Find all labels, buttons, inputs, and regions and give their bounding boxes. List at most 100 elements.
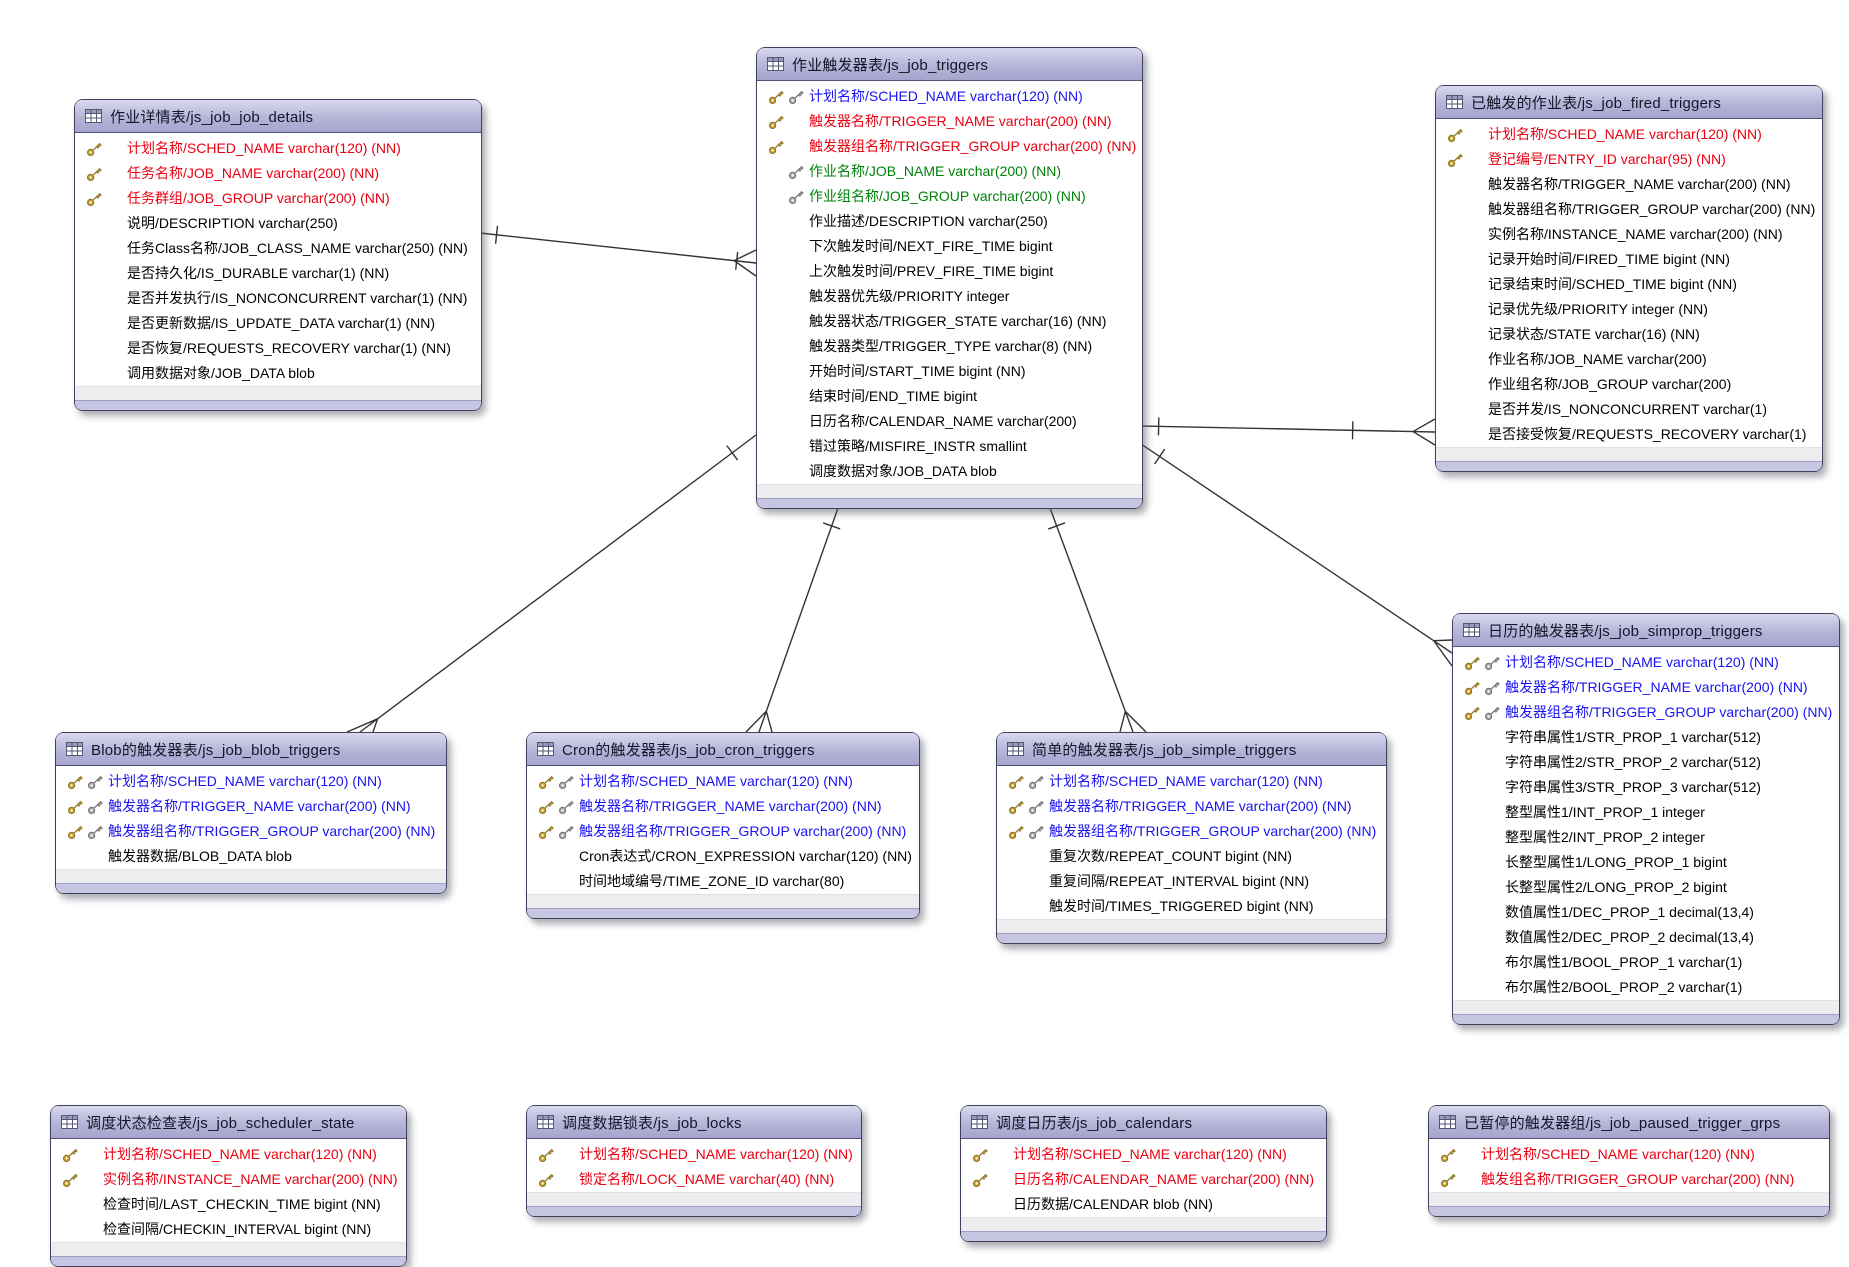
field-row[interactable]: 实例名称/INSTANCE_NAME varchar(200) (NN) [1436, 222, 1822, 247]
table-js_job_job_details[interactable]: 作业详情表/js_job_job_details 计划名称/SCHED_NAME … [74, 99, 482, 411]
field-row[interactable]: 锁定名称/LOCK_NAME varchar(40) (NN) [527, 1167, 861, 1192]
table-js_job_scheduler_state[interactable]: 调度状态检查表/js_job_scheduler_state 计划名称/SCHED… [50, 1105, 407, 1267]
table-header[interactable]: 调度状态检查表/js_job_scheduler_state [51, 1106, 406, 1139]
field-row[interactable]: 触发器名称/TRIGGER_NAME varchar(200) (NN) [1453, 675, 1839, 700]
field-row[interactable]: 调用数据对象/JOB_DATA blob [75, 361, 481, 386]
field-row[interactable]: 实例名称/INSTANCE_NAME varchar(200) (NN) [51, 1167, 406, 1192]
field-row[interactable]: 触发器状态/TRIGGER_STATE varchar(16) (NN) [757, 309, 1142, 334]
field-row[interactable]: 重复次数/REPEAT_COUNT bigint (NN) [997, 844, 1386, 869]
table-header[interactable]: 已触发的作业表/js_job_fired_triggers [1436, 86, 1822, 119]
field-row[interactable]: 数值属性1/DEC_PROP_1 decimal(13,4) [1453, 900, 1839, 925]
field-row[interactable]: 重复间隔/REPEAT_INTERVAL bigint (NN) [997, 869, 1386, 894]
field-row[interactable]: 计划名称/SCHED_NAME varchar(120) (NN) [1453, 650, 1839, 675]
field-row[interactable]: 记录状态/STATE varchar(16) (NN) [1436, 322, 1822, 347]
field-row[interactable]: 是否恢复/REQUESTS_RECOVERY varchar(1) (NN) [75, 336, 481, 361]
field-row[interactable]: 作业组名称/JOB_GROUP varchar(200) [1436, 372, 1822, 397]
field-row[interactable]: 布尔属性2/BOOL_PROP_2 varchar(1) [1453, 975, 1839, 1000]
field-row[interactable]: 触发器名称/TRIGGER_NAME varchar(200) (NN) [997, 794, 1386, 819]
field-row[interactable]: 触发器名称/TRIGGER_NAME varchar(200) (NN) [56, 794, 446, 819]
table-js_job_calendars[interactable]: 调度日历表/js_job_calendars 计划名称/SCHED_NAME va… [960, 1105, 1327, 1242]
field-row[interactable]: 是否接受恢复/REQUESTS_RECOVERY varchar(1) [1436, 422, 1822, 447]
field-row[interactable]: 登记编号/ENTRY_ID varchar(95) (NN) [1436, 147, 1822, 172]
field-row[interactable]: 整型属性1/INT_PROP_1 integer [1453, 800, 1839, 825]
table-header[interactable]: 日历的触发器表/js_job_simprop_triggers [1453, 614, 1839, 647]
field-row[interactable]: 下次触发时间/NEXT_FIRE_TIME bigint [757, 234, 1142, 259]
field-row[interactable]: 计划名称/SCHED_NAME varchar(120) (NN) [757, 84, 1142, 109]
field-row[interactable]: 开始时间/START_TIME bigint (NN) [757, 359, 1142, 384]
field-row[interactable]: 触发器组名称/TRIGGER_GROUP varchar(200) (NN) [1436, 197, 1822, 222]
field-row[interactable]: 字符串属性1/STR_PROP_1 varchar(512) [1453, 725, 1839, 750]
field-row[interactable]: 计划名称/SCHED_NAME varchar(120) (NN) [997, 769, 1386, 794]
field-row[interactable]: 记录优先级/PRIORITY integer (NN) [1436, 297, 1822, 322]
field-row[interactable]: 是否更新数据/IS_UPDATE_DATA varchar(1) (NN) [75, 311, 481, 336]
field-row[interactable]: 计划名称/SCHED_NAME varchar(120) (NN) [961, 1142, 1326, 1167]
field-row[interactable]: 触发器名称/TRIGGER_NAME varchar(200) (NN) [527, 794, 919, 819]
field-row[interactable]: 任务群组/JOB_GROUP varchar(200) (NN) [75, 186, 481, 211]
field-row[interactable]: 触发器组名称/TRIGGER_GROUP varchar(200) (NN) [757, 134, 1142, 159]
table-js_job_blob_triggers[interactable]: Blob的触发器表/js_job_blob_triggers 计划名称/SCHED… [55, 732, 447, 894]
field-row[interactable]: 触发器组名称/TRIGGER_GROUP varchar(200) (NN) [527, 819, 919, 844]
field-row[interactable]: 任务Class名称/JOB_CLASS_NAME varchar(250) (N… [75, 236, 481, 261]
field-row[interactable]: 计划名称/SCHED_NAME varchar(120) (NN) [51, 1142, 406, 1167]
field-row[interactable]: 计划名称/SCHED_NAME varchar(120) (NN) [1436, 122, 1822, 147]
table-js_job_fired_triggers[interactable]: 已触发的作业表/js_job_fired_triggers 计划名称/SCHED_… [1435, 85, 1823, 472]
table-js_job_cron_triggers[interactable]: Cron的触发器表/js_job_cron_triggers 计划名称/SCHED… [526, 732, 920, 919]
field-row[interactable]: 检查时间/LAST_CHECKIN_TIME bigint (NN) [51, 1192, 406, 1217]
field-row[interactable]: 上次触发时间/PREV_FIRE_TIME bigint [757, 259, 1142, 284]
field-row[interactable]: 检查间隔/CHECKIN_INTERVAL bigint (NN) [51, 1217, 406, 1242]
table-header[interactable]: 调度数据锁表/js_job_locks [527, 1106, 861, 1139]
table-js_job_simple_triggers[interactable]: 简单的触发器表/js_job_simple_triggers 计划名称/SCHED… [996, 732, 1387, 944]
field-row[interactable]: 错过策略/MISFIRE_INSTR smallint [757, 434, 1142, 459]
field-row[interactable]: 结束时间/END_TIME bigint [757, 384, 1142, 409]
field-row[interactable]: 触发组名称/TRIGGER_GROUP varchar(200) (NN) [1429, 1167, 1829, 1192]
field-row[interactable]: 触发器组名称/TRIGGER_GROUP varchar(200) (NN) [997, 819, 1386, 844]
field-row[interactable]: 触发时间/TIMES_TRIGGERED bigint (NN) [997, 894, 1386, 919]
field-row[interactable]: 长整型属性1/LONG_PROP_1 bigint [1453, 850, 1839, 875]
field-row[interactable]: 任务名称/JOB_NAME varchar(200) (NN) [75, 161, 481, 186]
field-row[interactable]: 触发器组名称/TRIGGER_GROUP varchar(200) (NN) [56, 819, 446, 844]
field-row[interactable]: 触发器数据/BLOB_DATA blob [56, 844, 446, 869]
table-header[interactable]: 作业触发器表/js_job_triggers [757, 48, 1142, 81]
field-row[interactable]: 记录结束时间/SCHED_TIME bigint (NN) [1436, 272, 1822, 297]
field-row[interactable]: 记录开始时间/FIRED_TIME bigint (NN) [1436, 247, 1822, 272]
table-header[interactable]: 调度日历表/js_job_calendars [961, 1106, 1326, 1139]
field-row[interactable]: 时间地域编号/TIME_ZONE_ID varchar(80) [527, 869, 919, 894]
table-js_job_simprop_triggers[interactable]: 日历的触发器表/js_job_simprop_triggers 计划名称/SCHE… [1452, 613, 1840, 1025]
table-header[interactable]: 已暂停的触发器组/js_job_paused_trigger_grps [1429, 1106, 1829, 1139]
table-js_job_paused_trigger_grps[interactable]: 已暂停的触发器组/js_job_paused_trigger_grps 计划名称/… [1428, 1105, 1830, 1217]
table-js_job_triggers[interactable]: 作业触发器表/js_job_triggers 计划名称/SCHED_NAME va… [756, 47, 1143, 509]
field-row[interactable]: 作业组名称/JOB_GROUP varchar(200) (NN) [757, 184, 1142, 209]
field-row[interactable]: 是否并发执行/IS_NONCONCURRENT varchar(1) (NN) [75, 286, 481, 311]
field-row[interactable]: 触发器名称/TRIGGER_NAME varchar(200) (NN) [757, 109, 1142, 134]
field-row[interactable]: 是否并发/IS_NONCONCURRENT varchar(1) [1436, 397, 1822, 422]
field-row[interactable]: 日历名称/CALENDAR_NAME varchar(200) [757, 409, 1142, 434]
field-row[interactable]: 调度数据对象/JOB_DATA blob [757, 459, 1142, 484]
field-row[interactable]: 日历数据/CALENDAR blob (NN) [961, 1192, 1326, 1217]
field-row[interactable]: 作业名称/JOB_NAME varchar(200) [1436, 347, 1822, 372]
table-header[interactable]: 简单的触发器表/js_job_simple_triggers [997, 733, 1386, 766]
table-header[interactable]: 作业详情表/js_job_job_details [75, 100, 481, 133]
field-row[interactable]: 字符串属性3/STR_PROP_3 varchar(512) [1453, 775, 1839, 800]
field-row[interactable]: 计划名称/SCHED_NAME varchar(120) (NN) [527, 769, 919, 794]
field-row[interactable]: 字符串属性2/STR_PROP_2 varchar(512) [1453, 750, 1839, 775]
field-row[interactable]: 作业描述/DESCRIPTION varchar(250) [757, 209, 1142, 234]
field-row[interactable]: 计划名称/SCHED_NAME varchar(120) (NN) [75, 136, 481, 161]
field-row[interactable]: 是否持久化/IS_DURABLE varchar(1) (NN) [75, 261, 481, 286]
field-row[interactable]: 触发器名称/TRIGGER_NAME varchar(200) (NN) [1436, 172, 1822, 197]
table-header[interactable]: Cron的触发器表/js_job_cron_triggers [527, 733, 919, 766]
field-row[interactable]: 日历名称/CALENDAR_NAME varchar(200) (NN) [961, 1167, 1326, 1192]
field-row[interactable]: 长整型属性2/LONG_PROP_2 bigint [1453, 875, 1839, 900]
field-row[interactable]: 触发器类型/TRIGGER_TYPE varchar(8) (NN) [757, 334, 1142, 359]
field-row[interactable]: 触发器组名称/TRIGGER_GROUP varchar(200) (NN) [1453, 700, 1839, 725]
field-row[interactable]: Cron表达式/CRON_EXPRESSION varchar(120) (NN… [527, 844, 919, 869]
field-row[interactable]: 说明/DESCRIPTION varchar(250) [75, 211, 481, 236]
field-row[interactable]: 计划名称/SCHED_NAME varchar(120) (NN) [56, 769, 446, 794]
field-row[interactable]: 整型属性2/INT_PROP_2 integer [1453, 825, 1839, 850]
field-row[interactable]: 计划名称/SCHED_NAME varchar(120) (NN) [1429, 1142, 1829, 1167]
field-row[interactable]: 布尔属性1/BOOL_PROP_1 varchar(1) [1453, 950, 1839, 975]
field-row[interactable]: 触发器优先级/PRIORITY integer [757, 284, 1142, 309]
table-header[interactable]: Blob的触发器表/js_job_blob_triggers [56, 733, 446, 766]
field-row[interactable]: 数值属性2/DEC_PROP_2 decimal(13,4) [1453, 925, 1839, 950]
field-row[interactable]: 作业名称/JOB_NAME varchar(200) (NN) [757, 159, 1142, 184]
